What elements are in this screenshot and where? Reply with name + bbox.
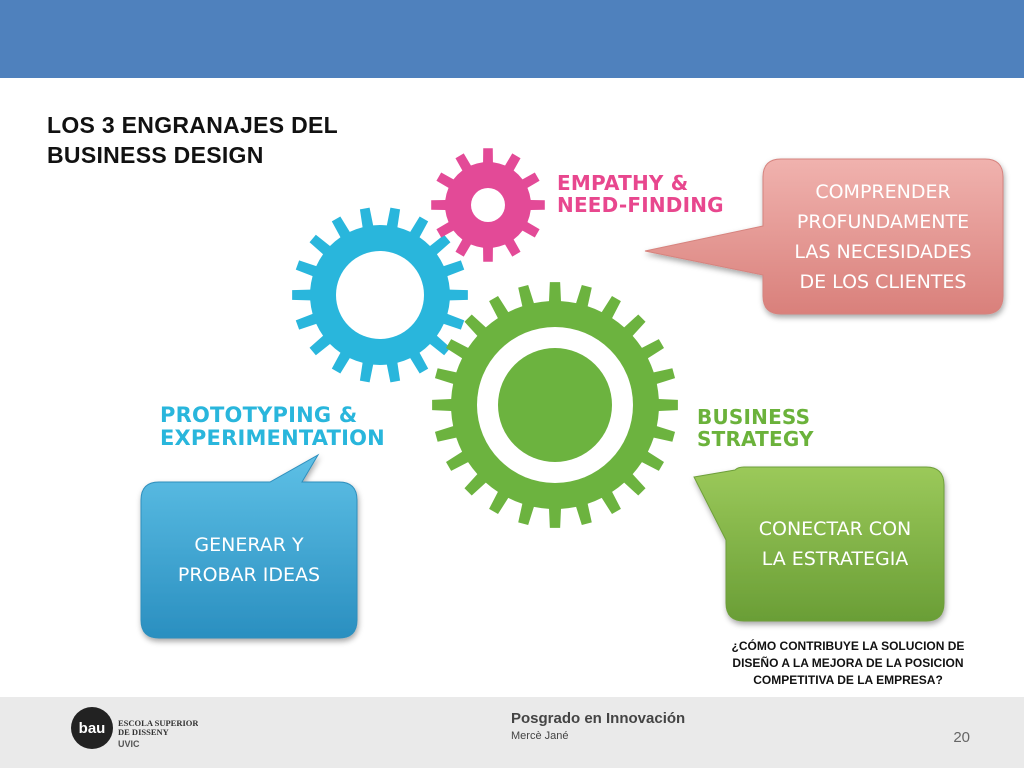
slide-title-line-2: BUSINESS DESIGN <box>47 142 264 168</box>
slide-title-line-1: LOS 3 ENGRANAJES DEL <box>47 112 338 138</box>
callout-empathy-line-3: LAS NECESIDADES <box>794 240 972 263</box>
callout-prototyping-shape <box>140 453 358 639</box>
gear-label-strategy-line-2: STRATEGY <box>697 427 814 451</box>
gear-prototyping-hole <box>336 251 424 339</box>
gear-strategy-core <box>498 348 612 462</box>
callout-strategy-line-2: LA ESTRATEGIA <box>761 548 909 570</box>
footer-author: Mercè Jané <box>511 730 569 742</box>
competitive-question: ¿CÓMO CONTRIBUYE LA SOLUCION DE DISEÑO A… <box>696 638 1000 689</box>
page-number: 20 <box>953 729 970 746</box>
callout-empathy-line-4: DE LOS CLIENTES <box>799 270 967 293</box>
gear-label-strategy: BUSINESS STRATEGY <box>697 406 814 450</box>
bau-logo-university: UVIC <box>118 739 140 749</box>
callout-empathy-line-1: COMPRENDER <box>815 180 951 203</box>
gear-label-strategy-line-1: BUSINESS <box>697 405 811 429</box>
callout-empathy-shape <box>644 158 1004 315</box>
gear-label-prototyping-line-2: EXPERIMENTATION <box>160 426 385 450</box>
bau-logo-school-line-2: DE DISSENY <box>118 727 169 737</box>
callout-empathy-line-2: PROFUNDAMENTE <box>796 210 970 233</box>
question-line-1: ¿CÓMO CONTRIBUYE LA SOLUCION DE <box>731 639 965 653</box>
slide-title: LOS 3 ENGRANAJES DEL BUSINESS DESIGN <box>47 110 427 170</box>
callout-prototyping-line-1: GENERAR Y <box>194 534 304 556</box>
gear-label-empathy: EMPATHY & NEED-FINDING <box>557 172 724 216</box>
question-line-3: COMPETITIVA DE LA EMPRESA? <box>753 673 943 687</box>
callout-strategy-text: CONECTAR CON LA ESTRATEGIA <box>726 467 944 621</box>
gear-label-empathy-line-2: NEED-FINDING <box>557 193 724 217</box>
footer-program: Posgrado en Innovación <box>511 710 686 727</box>
callout-prototyping-line-2: PROBAR IDEAS <box>177 564 321 586</box>
gear-label-empathy-line-1: EMPATHY & <box>557 171 689 195</box>
callout-empathy-text: COMPRENDER PROFUNDAMENTE LAS NECESIDADES… <box>763 159 1003 314</box>
bau-logo: bau ESCOLA SUPERIOR DE DISSENY UVIC <box>71 707 198 749</box>
gear-label-prototyping: PROTOTYPING & EXPERIMENTATION <box>160 404 385 450</box>
question-line-2: DISEÑO A LA MEJORA DE LA POSICION <box>732 656 964 670</box>
gear-empathy-hole <box>471 188 505 222</box>
callout-strategy-shape <box>693 466 945 622</box>
header-bar <box>0 0 1024 78</box>
footer-bar <box>0 697 1024 768</box>
bau-logo-mark: bau <box>79 720 106 737</box>
gear-label-prototyping-line-1: PROTOTYPING & <box>160 403 358 427</box>
bau-logo-circle <box>71 707 113 749</box>
callout-prototyping-text: GENERAR Y PROBAR IDEAS <box>141 482 357 638</box>
callout-strategy-line-1: CONECTAR CON <box>758 518 912 540</box>
bau-logo-school-line-1: ESCOLA SUPERIOR <box>118 718 198 728</box>
